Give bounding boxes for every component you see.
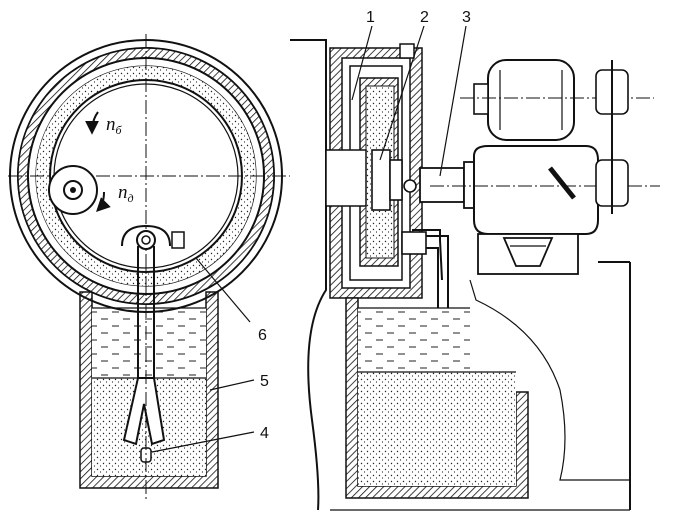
callout-5: 5 xyxy=(260,373,269,390)
right-view: 1 2 3 xyxy=(290,9,660,511)
pump-pipe xyxy=(121,224,185,500)
left-view: nб nд 6 5 4 xyxy=(8,34,290,500)
right-tank xyxy=(345,297,529,499)
part-speed-symbol: nд xyxy=(118,182,134,205)
drum xyxy=(8,34,290,313)
workpiece-roller xyxy=(48,165,98,215)
callout-2: 2 xyxy=(420,9,429,26)
callout-1: 1 xyxy=(366,9,375,26)
callout-4: 4 xyxy=(260,425,269,442)
gearbox xyxy=(430,145,660,275)
drum-rotation-arrow xyxy=(85,111,100,135)
callout-3: 3 xyxy=(462,9,471,26)
workpiece-disk xyxy=(371,149,417,211)
callout-6: 6 xyxy=(258,327,267,344)
part-rotation-arrow xyxy=(96,191,111,212)
drum-speed-symbol: nб xyxy=(106,114,123,137)
motor xyxy=(460,59,654,214)
